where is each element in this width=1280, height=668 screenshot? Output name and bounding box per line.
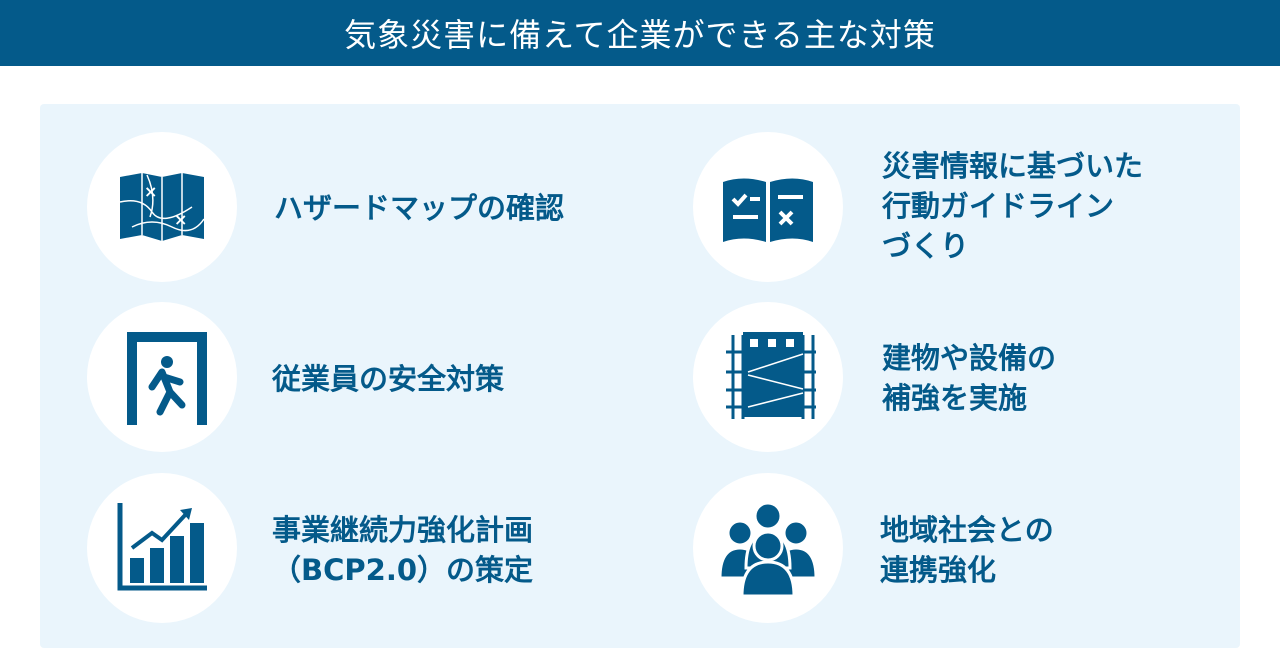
growth-chart-icon bbox=[117, 503, 207, 591]
emergency-exit-icon bbox=[127, 332, 207, 425]
svg-text:×: × bbox=[174, 210, 187, 229]
building-scaffold-icon bbox=[726, 332, 816, 419]
map-icon: ×× bbox=[119, 173, 205, 241]
guidebook-icon bbox=[723, 178, 813, 242]
measure-label-building-reinforcement: 建物や設備の 補強を実施 bbox=[882, 341, 1057, 415]
measure-label-community: 地域社会との 連携強化 bbox=[880, 513, 1054, 587]
page-header: 気象災害に備えて企業ができる主な対策 bbox=[0, 0, 1280, 66]
exit-icon-circle bbox=[87, 302, 237, 452]
map-icon-circle: ×× bbox=[87, 132, 237, 282]
chart-icon-circle bbox=[87, 473, 237, 623]
measures-panel bbox=[40, 104, 1240, 648]
measure-label-guideline: 災害情報に基づいた 行動ガイドライン づくり bbox=[882, 149, 1144, 263]
measure-label-employee-safety: 従業員の安全対策 bbox=[272, 362, 505, 396]
people-icon-circle bbox=[693, 473, 843, 623]
svg-text:×: × bbox=[144, 182, 157, 201]
guidebook-icon-circle bbox=[693, 132, 843, 282]
measure-label-hazard-map: ハザードマップの確認 bbox=[274, 191, 565, 225]
measure-label-bcp: 事業継続力強化計画 （BCP2.0）の策定 bbox=[272, 513, 534, 587]
people-group-icon bbox=[718, 501, 818, 598]
building-icon-circle bbox=[693, 302, 843, 452]
page-title: 気象災害に備えて企業ができる主な対策 bbox=[344, 16, 936, 54]
